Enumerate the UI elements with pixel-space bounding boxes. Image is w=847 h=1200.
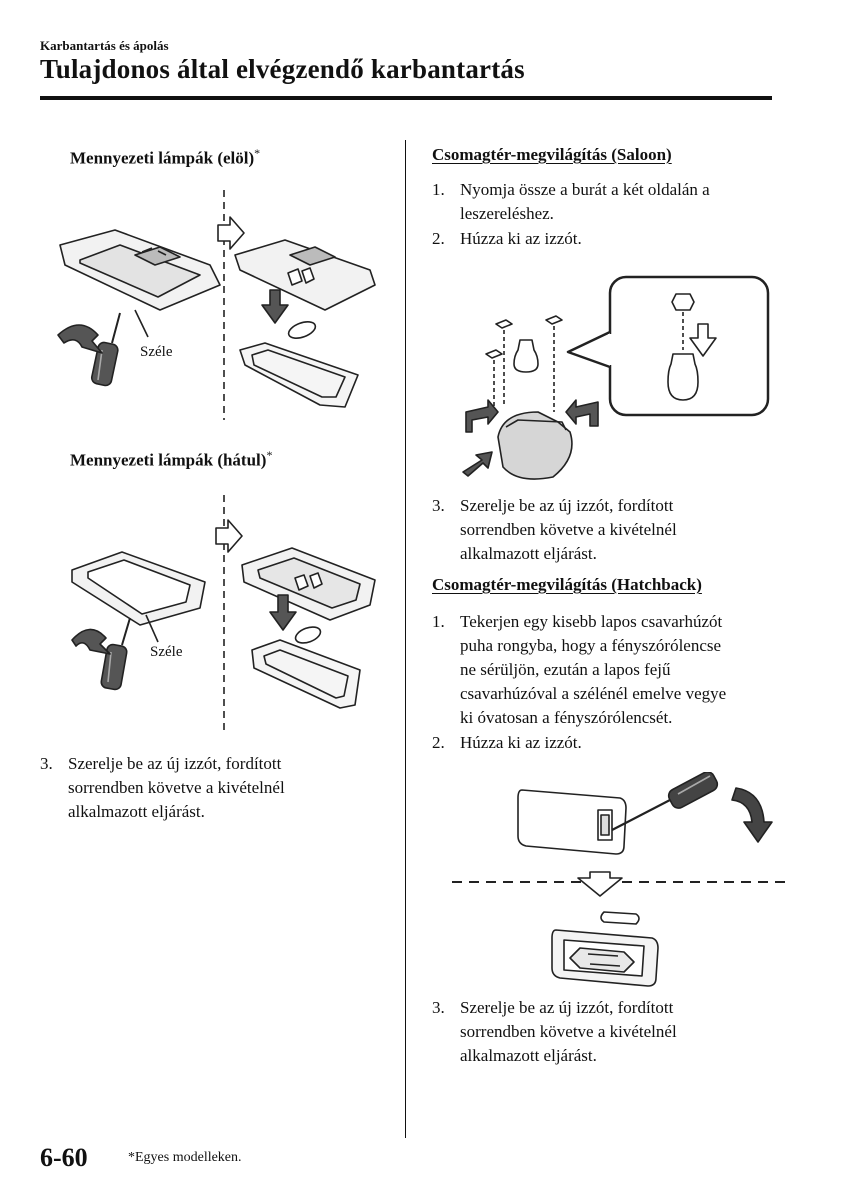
hatchback-trunk-light-illustration (452, 772, 785, 987)
hatchback-step-1: 1. Tekerjen egy kisebb lapos csavarhúzót… (432, 612, 727, 727)
saloon-heading: Csomagtér-megvilágítás (Saloon) (432, 145, 672, 164)
hatchback-heading: Csomagtér-megvilágítás (Hatchback) (432, 575, 702, 594)
saloon-trunk-light-illustration (462, 275, 770, 480)
front-edge-label: Széle (140, 344, 173, 360)
rear-edge-label: Széle (150, 644, 183, 660)
saloon-step-1: 1. Nyomja össze a burát a két oldalán a … (432, 180, 710, 223)
rear-ceiling-lamp-illustration (71, 495, 376, 735)
front-ceiling-lamp-illustration (57, 190, 376, 420)
page-number: 6-60 (40, 1143, 88, 1172)
saloon-step-3: 3. Szerelje be az új izzót, fordított so… (432, 496, 677, 563)
hatchback-step-2: 2. Húzza ki az izzót. (432, 733, 582, 752)
rear-lamp-heading: Mennyezeti lámpák (hátul)* (70, 448, 273, 470)
title-rule (40, 96, 772, 100)
column-divider (405, 140, 406, 1138)
hatchback-step-3: 3. Szerelje be az új izzót, fordított so… (432, 998, 677, 1065)
left-step-3: 3. Szerelje be az új izzót, fordított so… (40, 754, 285, 821)
front-lamp-heading: Mennyezeti lámpák (elöl)* (70, 146, 261, 168)
section-label: Karbantartás és ápolás (40, 38, 169, 53)
footnote: *Egyes modelleken. (128, 1150, 242, 1165)
page-title: Tulajdonos által elvégzendő karbantartás (40, 54, 525, 84)
saloon-step-2: 2. Húzza ki az izzót. (432, 229, 582, 248)
